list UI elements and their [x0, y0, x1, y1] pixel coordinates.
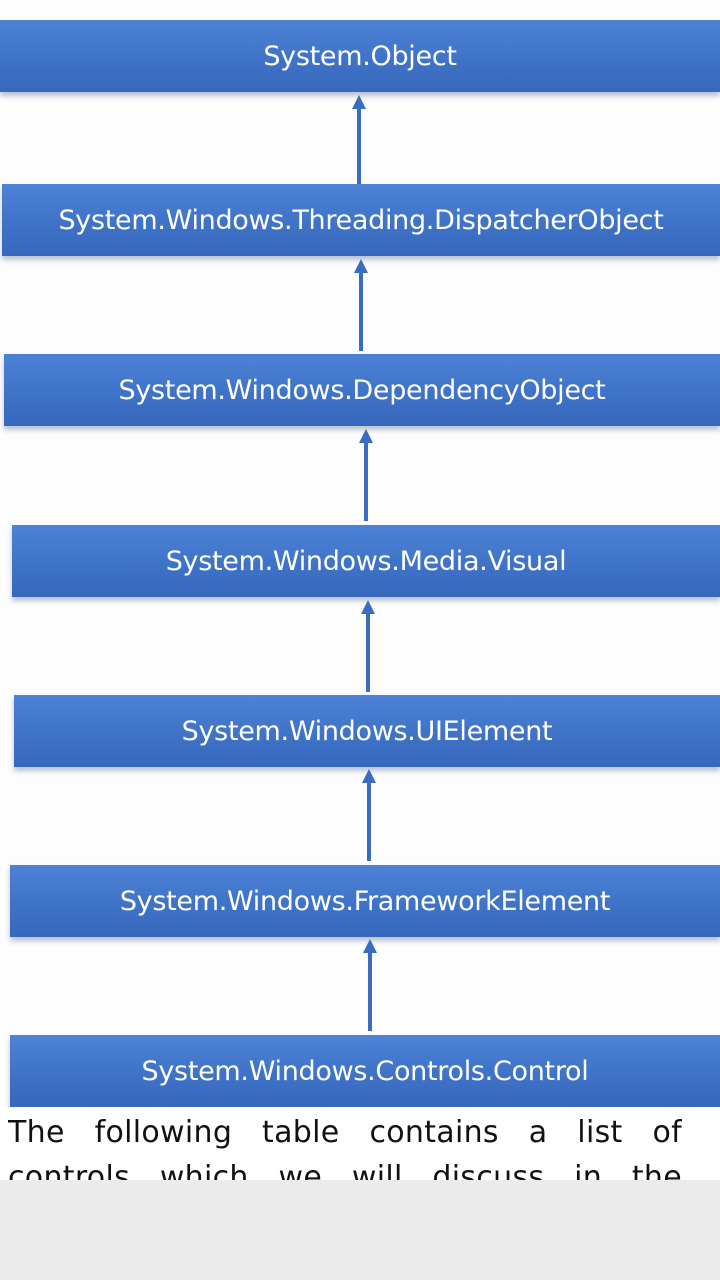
node-ui-element: System.Windows.UIElement [14, 695, 720, 767]
arrow-up-icon [361, 600, 375, 692]
body-paragraph: The following table contains a list of c… [8, 1115, 682, 1180]
arrow-up-icon [359, 429, 373, 521]
arrow-up-icon [363, 939, 377, 1031]
class-hierarchy-diagram: System.Object System.Windows.Threading.D… [0, 20, 720, 1107]
node-controls-control: System.Windows.Controls.Control [10, 1035, 720, 1107]
node-system-object: System.Object [0, 20, 720, 92]
node-dispatcher-object: System.Windows.Threading.DispatcherObjec… [2, 184, 720, 256]
bottom-blank-area [0, 1180, 720, 1280]
node-dependency-object: System.Windows.DependencyObject [4, 354, 720, 426]
node-framework-element: System.Windows.FrameworkElement [10, 865, 720, 937]
arrow-up-icon [354, 259, 368, 351]
node-media-visual: System.Windows.Media.Visual [12, 525, 720, 597]
arrow-up-icon [352, 95, 366, 187]
arrow-up-icon [362, 769, 376, 861]
